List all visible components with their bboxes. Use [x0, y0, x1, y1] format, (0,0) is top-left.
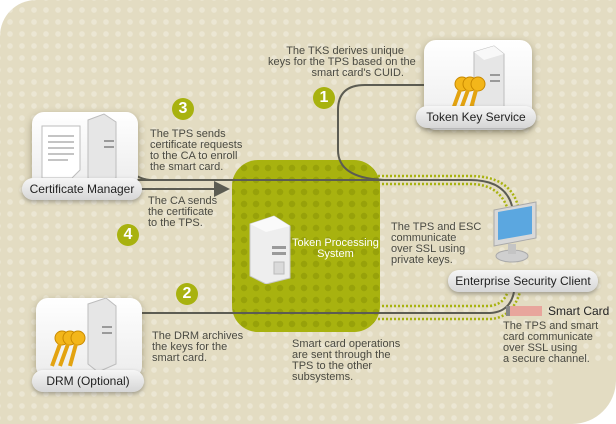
esc-channel-bottom-outer: [370, 291, 522, 321]
smart-card-icon: [506, 306, 542, 316]
esc-label: Enterprise Security Client: [448, 270, 598, 292]
step-2-text: The DRM archives the keys for the smart …: [152, 330, 244, 364]
step-3-text: The TPS sends certificate requests to th…: [150, 128, 243, 173]
esc-channel-bottom: [370, 289, 510, 308]
smartcard-note: The TPS and smart card communicate over …: [503, 320, 599, 365]
server-keys-icon: [50, 297, 117, 373]
tps-server-icon: [249, 215, 291, 284]
panel-corner: [556, 364, 616, 424]
step-4-badge: 4: [117, 224, 139, 246]
step-1-text: The TKS derives unique keys for the TPS …: [268, 45, 416, 79]
server-keys-icon: [450, 45, 505, 121]
operations-note: Smart card operations are sent through t…: [292, 338, 401, 383]
step-3-badge: 3: [172, 98, 194, 120]
step-4-text: The CA sends the certificate to the TPS.: [148, 195, 218, 229]
certificate-manager-label: Certificate Manager: [22, 178, 142, 200]
esc-channel-top: [370, 174, 520, 207]
step-1-badge: 1: [313, 87, 335, 109]
arrow-to-tks: [337, 77, 447, 181]
esc-link-bottom: [96, 291, 515, 314]
monitor-icon[interactable]: [484, 198, 544, 268]
step-2-badge: 2: [176, 283, 198, 305]
smart-card-label: Smart Card: [548, 304, 610, 318]
drm-label: DRM (Optional): [32, 370, 144, 392]
esc-note: The TPS and ESC communicate over SSL usi…: [391, 221, 482, 266]
esc-link-top: [112, 179, 513, 207]
tps-label: Token Processing System: [292, 237, 379, 260]
server-certificate-icon: [41, 113, 117, 185]
certificate-manager-node[interactable]: [32, 112, 138, 188]
tks-label: Token Key Service: [416, 106, 536, 128]
drm-node[interactable]: [36, 297, 142, 378]
esc-channel-top-outer: [370, 182, 510, 211]
